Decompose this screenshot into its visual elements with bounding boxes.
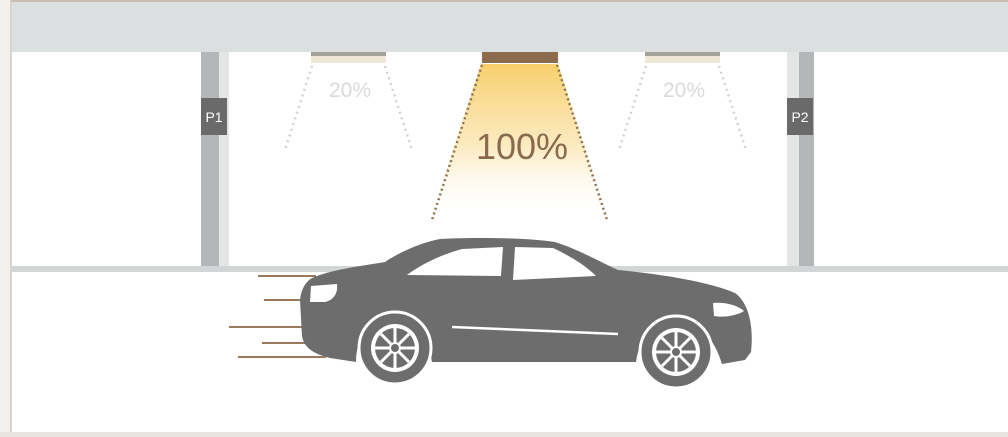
frame-left-edge <box>0 0 11 437</box>
light-fixture-icon <box>311 52 386 56</box>
light-fixture-icon <box>482 52 558 63</box>
light-fixture-icon <box>645 52 720 56</box>
light-2-level: 100% <box>476 126 568 167</box>
frame-bottom-edge <box>0 432 1008 437</box>
pillar-2-label: P2 <box>791 109 808 125</box>
pillar-2: P2 <box>787 52 814 266</box>
light-1-level: 20% <box>329 79 371 102</box>
light-3-level: 20% <box>663 79 705 102</box>
car-wheel-front <box>640 316 712 388</box>
pillar-1-label: P1 <box>205 109 222 125</box>
pillar-1: P1 <box>201 52 229 266</box>
car-wheel-rear <box>359 312 431 384</box>
ceiling <box>12 2 1008 52</box>
